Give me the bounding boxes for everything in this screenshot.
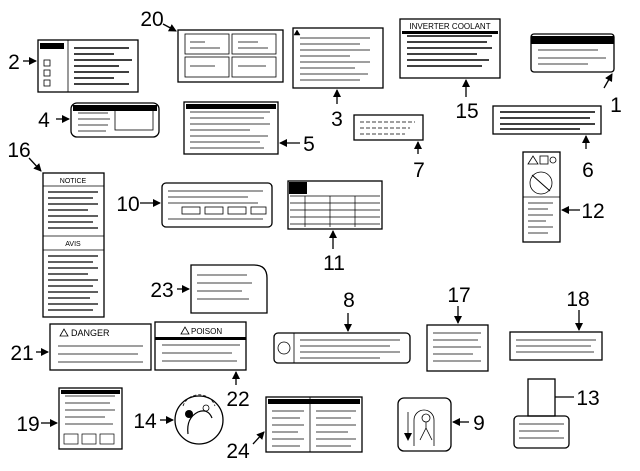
label-18 <box>509 331 603 361</box>
label-16 <box>42 172 105 318</box>
callout-7: 7 <box>413 159 425 182</box>
callout-12: 12 <box>581 200 604 223</box>
callout-23: 23 <box>150 279 173 302</box>
label-2 <box>37 39 139 93</box>
callout-9: 9 <box>473 412 485 435</box>
callout-3: 3 <box>331 108 343 131</box>
label-3 <box>292 27 384 89</box>
label-7 <box>353 114 424 141</box>
callout-15: 15 <box>455 100 478 123</box>
callout-11: 11 <box>323 252 345 275</box>
label-13 <box>513 378 570 449</box>
label-15 <box>399 18 501 79</box>
callout-4: 4 <box>38 109 50 132</box>
callout-1: 1 <box>610 94 622 117</box>
callout-8: 8 <box>343 289 355 312</box>
notice-text: NOTICE <box>60 178 87 185</box>
inverter-coolant-text: INVERTER COOLANT <box>409 22 490 31</box>
label-6 <box>492 105 602 135</box>
callout-21: 21 <box>10 342 33 365</box>
poison-text: POISON <box>191 327 222 336</box>
label-14-head <box>185 410 193 418</box>
label-19-header-band <box>61 390 120 394</box>
leader-arrows <box>23 23 613 445</box>
callout-6: 6 <box>582 159 594 182</box>
label-11-header-block <box>289 182 307 194</box>
label-14 <box>174 394 224 445</box>
callout-19: 19 <box>16 413 39 436</box>
label-24 <box>265 396 363 453</box>
callout-14: 14 <box>133 410 157 433</box>
label-23 <box>190 264 268 314</box>
callout-16: 16 <box>7 139 30 162</box>
label-1-header-band <box>531 36 614 44</box>
label-8 <box>273 332 411 364</box>
callout-2: 2 <box>8 51 20 74</box>
callout-20: 20 <box>140 8 163 31</box>
callout-13: 13 <box>576 387 599 410</box>
label-12 <box>522 151 561 243</box>
label-2-header-block <box>40 43 64 49</box>
callout-17: 17 <box>447 284 470 307</box>
label-9 <box>397 397 452 452</box>
label-19 <box>58 387 123 450</box>
label-10 <box>161 182 273 228</box>
label-17 <box>426 324 489 372</box>
label-22-title-rule <box>155 337 246 340</box>
label-5 <box>183 101 279 155</box>
label-4-header-band <box>73 105 157 111</box>
label-21 <box>49 323 152 371</box>
callout-10: 10 <box>116 193 139 216</box>
label-5-header-band <box>186 104 276 109</box>
callout-5: 5 <box>303 133 315 156</box>
label-24-header-band <box>268 399 360 404</box>
danger-text: DANGER <box>71 328 110 338</box>
avis-text: AVIS <box>65 241 81 248</box>
label-15-title-rule <box>402 31 498 34</box>
callout-18: 18 <box>566 288 589 311</box>
label-20 <box>177 29 284 83</box>
label-22 <box>154 321 247 371</box>
callout-numbers: 1 2 3 4 5 6 7 8 9 10 11 12 13 14 15 16 1… <box>7 8 622 463</box>
callout-22: 22 <box>226 388 249 411</box>
callout-24: 24 <box>226 440 250 463</box>
